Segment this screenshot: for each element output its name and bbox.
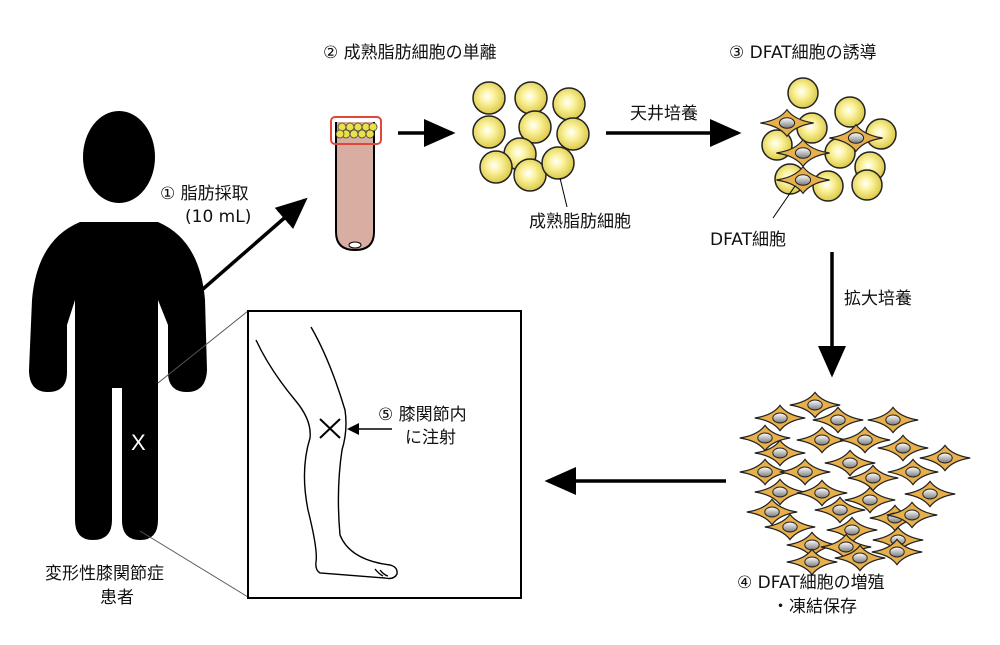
dfat-proliferation-cluster bbox=[739, 391, 971, 576]
dfat-cell bbox=[764, 513, 816, 541]
test-tube bbox=[330, 116, 382, 252]
mature-adipocyte-label: 成熟脂肪細胞 bbox=[529, 212, 631, 232]
dfat-cell bbox=[839, 426, 891, 454]
zoom-line-top bbox=[157, 310, 249, 384]
dfat-cell bbox=[826, 516, 878, 544]
zoom-line-bottom bbox=[139, 530, 249, 598]
tube-fat-droplet bbox=[357, 129, 367, 139]
dfat-cell bbox=[754, 404, 806, 432]
step5-title: ⑤ 膝関節内 bbox=[378, 405, 467, 425]
fat-layer-highlight-box bbox=[330, 116, 382, 145]
mature-adipocyte bbox=[513, 158, 547, 192]
mature-adipocyte bbox=[541, 146, 575, 180]
injection-site-x-icon bbox=[319, 418, 341, 439]
tube-fat-layer bbox=[335, 122, 378, 139]
step1-volume: (10 mL) bbox=[185, 207, 252, 227]
ceiling-culture-label: 天井培養 bbox=[630, 104, 698, 124]
dfat-cell bbox=[824, 449, 876, 477]
dfat-cell bbox=[779, 458, 831, 486]
dfat-cell bbox=[786, 548, 838, 576]
dfat-cell bbox=[739, 424, 791, 452]
mature-adipocyte bbox=[865, 118, 897, 150]
dfat-cell bbox=[871, 538, 923, 566]
silhouette-body bbox=[29, 222, 207, 540]
dfat-cell bbox=[829, 123, 883, 153]
dfat-cell bbox=[820, 533, 872, 561]
step1-title: ① 脂肪採取 bbox=[160, 184, 249, 204]
silhouette-head bbox=[83, 111, 155, 203]
mature-adipocyte bbox=[812, 170, 844, 202]
mature-adipocyte bbox=[796, 112, 828, 144]
knee-location-mark: X bbox=[131, 430, 146, 455]
dfat-cell bbox=[776, 138, 830, 168]
patient-label-line2: 患者 bbox=[100, 588, 134, 608]
patient-silhouette bbox=[29, 111, 207, 540]
dfat-callout-line bbox=[772, 185, 796, 219]
tube-fat-droplet bbox=[335, 129, 345, 139]
dfat-cell bbox=[887, 458, 939, 486]
mature-adipocyte-cluster bbox=[472, 81, 590, 192]
tube-fat-droplet bbox=[365, 129, 375, 139]
dfat-cell bbox=[847, 464, 899, 492]
mature-adipocyte bbox=[552, 87, 586, 121]
arrow-harvest bbox=[193, 197, 308, 298]
mature-adipocyte bbox=[479, 150, 513, 184]
tube-fat-droplet bbox=[349, 129, 359, 139]
dfat-cell bbox=[754, 478, 806, 506]
mature-adipocyte bbox=[834, 96, 866, 128]
dfat-cell bbox=[746, 498, 798, 526]
dfat-cell bbox=[812, 406, 864, 434]
dfat-cell bbox=[754, 439, 806, 467]
step3-title: ③ DFAT細胞の誘導 bbox=[729, 43, 877, 63]
step4-subtitle: ・凍結保存 bbox=[772, 597, 857, 617]
dfat-cell-label: DFAT細胞 bbox=[710, 230, 787, 250]
knee-inset-box bbox=[247, 310, 522, 599]
leg-drawing bbox=[255, 326, 398, 580]
mature-adipocyte bbox=[472, 81, 506, 115]
expansion-culture-label: 拡大培養 bbox=[844, 289, 912, 309]
dfat-cell bbox=[867, 406, 919, 434]
dfat-cell bbox=[760, 108, 814, 138]
mature-adipocyte bbox=[787, 77, 819, 109]
dfat-cell bbox=[789, 391, 841, 419]
dfat-cell bbox=[877, 434, 929, 462]
dfat-cell bbox=[776, 165, 830, 195]
adipocyte-callout-line bbox=[559, 177, 568, 208]
dfat-cell bbox=[919, 444, 971, 472]
mature-adipocyte bbox=[514, 81, 548, 115]
mature-adipocyte bbox=[472, 115, 506, 149]
dfat-induction-cluster bbox=[760, 77, 897, 202]
dfat-cell bbox=[886, 501, 938, 529]
dfat-cell bbox=[844, 486, 896, 514]
step4-title: ④ DFAT細胞の増殖 bbox=[737, 573, 885, 593]
mature-adipocyte bbox=[518, 110, 552, 144]
step2-title: ② 成熟脂肪細胞の単離 bbox=[323, 43, 497, 63]
dfat-cell bbox=[834, 544, 886, 572]
mature-adipocyte bbox=[556, 117, 590, 151]
dfat-cell bbox=[796, 479, 848, 507]
mature-adipocyte bbox=[851, 169, 883, 201]
dfat-cell bbox=[904, 480, 956, 508]
dfat-cell bbox=[814, 496, 866, 524]
step5-subtitle: に注射 bbox=[405, 428, 456, 448]
patient-label-line1: 変形性膝関節症 bbox=[45, 564, 164, 584]
